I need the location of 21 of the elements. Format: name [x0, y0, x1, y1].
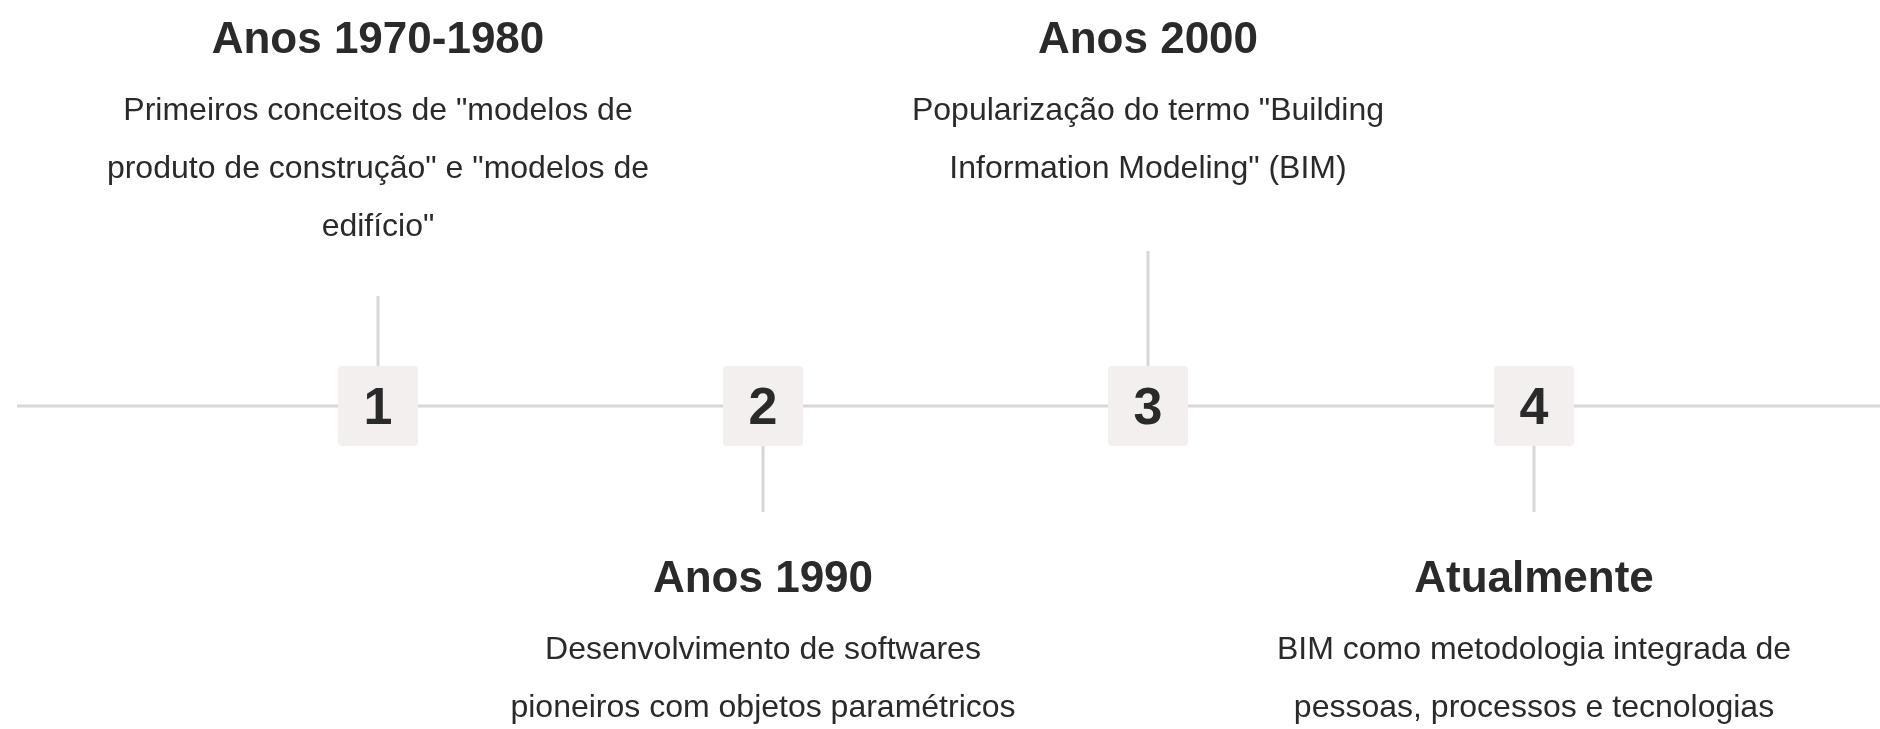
period-heading: Atualmente — [1413, 551, 1655, 603]
period-heading: Anos 2000 — [1036, 12, 1260, 64]
connector-tick — [761, 446, 765, 512]
connector-tick — [1532, 446, 1536, 512]
timeline-line — [418, 404, 723, 408]
step-number-box: 3 — [1108, 366, 1188, 446]
timeline-line — [803, 404, 1108, 408]
step-number-box: 1 — [338, 366, 418, 446]
timeline-line — [1574, 404, 1880, 408]
timeline-line — [1188, 404, 1494, 408]
step-number-box: 4 — [1494, 366, 1574, 446]
connector-tick — [1146, 251, 1150, 366]
description-text: Popularização do termo "Building Information Modeling" (BIM) — [910, 90, 1386, 187]
connector-tick — [376, 296, 380, 366]
step-number-box: 2 — [723, 366, 803, 446]
timeline-line — [17, 404, 338, 408]
period-heading: Anos 1970-1980 — [210, 12, 546, 64]
description-text: BIM como metodologia integrada de pessoas, processos e tecnologias — [1275, 629, 1793, 726]
description-text: Desenvolvimento de softwares pioneiros com objetos paramétricos — [509, 629, 1017, 726]
period-heading: Anos 1990 — [651, 551, 875, 603]
description-text: Primeiros conceitos de "modelos de produto de construção" e "modelos de edifício" — [105, 90, 651, 245]
